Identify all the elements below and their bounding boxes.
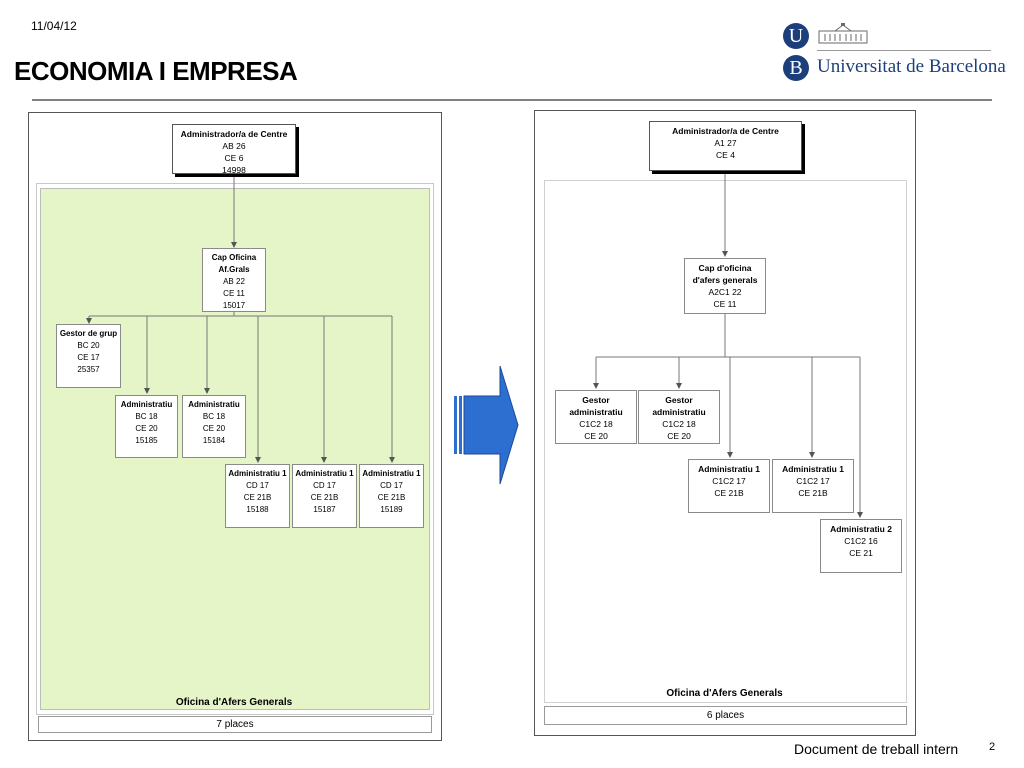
box-line: CE 21B: [310, 493, 339, 502]
right-gestor-box: Gestor administratiu C1C2 18 CE 20: [638, 390, 720, 444]
left-admin1-box: Administratiu 1 CD 17 CE 21B 15189: [359, 464, 424, 528]
box-line: A1 27: [714, 138, 737, 148]
box-line: CD 17: [380, 481, 403, 490]
box-line: CE 17: [77, 353, 100, 362]
left-places-count: 7 places: [38, 716, 432, 733]
title-divider: [32, 99, 992, 101]
right-head-box: Administrador/a de Centre A1 27 CE 4: [649, 121, 802, 171]
box-line: CE 6: [224, 153, 244, 163]
right-places-count: 6 places: [544, 706, 907, 725]
left-admin-box: Administratiu BC 18 CE 20 15184: [182, 395, 246, 458]
box-line: CE 21B: [714, 488, 744, 498]
box-title: Cap d'oficina: [698, 263, 752, 273]
box-line: AB 26: [222, 141, 246, 151]
box-title: Administrador/a de Centre: [672, 126, 779, 136]
box-title: Af.Grals: [218, 265, 250, 274]
box-line: C1C2 17: [796, 476, 830, 486]
university-logo: U B: [780, 20, 995, 82]
university-building-icon: [817, 23, 869, 50]
box-title: d'afers generals: [692, 275, 758, 285]
box-line: CE 20: [135, 424, 158, 433]
slide-title: ECONOMIA I EMPRESA: [14, 56, 298, 86]
box-line: 15184: [202, 436, 226, 445]
transition-arrow-icon: [452, 364, 522, 491]
left-office-frame: [36, 183, 434, 715]
left-gestor-box: Gestor de grup BC 20 CE 17 25357: [56, 324, 121, 388]
box-line: C1C2 18: [662, 419, 696, 429]
box-title: Administratiu 1: [698, 464, 760, 474]
box-title: administratiu: [652, 407, 706, 417]
page-number: 2: [989, 741, 996, 753]
box-line: CE 21: [849, 548, 873, 558]
box-title: Administratiu 1: [295, 469, 354, 478]
box-title: Administratiu 2: [830, 524, 892, 534]
university-name: Universitat de Barcelona: [817, 56, 1006, 77]
box-line: A2C1 22: [708, 287, 742, 297]
box-line: CD 17: [246, 481, 269, 490]
left-admin1-box: Administratiu 1 CD 17 CE 21B 15187: [292, 464, 357, 528]
box-line: CE 20: [667, 431, 691, 441]
box-line: 15188: [246, 505, 269, 514]
box-line: BC 18: [135, 412, 158, 421]
left-admin1-box: Administratiu 1 CD 17 CE 21B 15188: [225, 464, 290, 528]
box-line: CE 11: [713, 299, 737, 309]
box-line: CE 20: [202, 424, 226, 433]
box-line: CD 17: [313, 481, 336, 490]
logo-rule: [817, 50, 991, 51]
box-title: administratiu: [569, 407, 623, 417]
box-title: Administratiu 1: [362, 469, 421, 478]
box-line: C1C2 18: [579, 419, 613, 429]
right-office-label: Oficina d'Afers Generals: [666, 688, 783, 699]
box-line: CE 21B: [377, 493, 406, 502]
left-office-label: Oficina d'Afers Generals: [175, 697, 293, 708]
box-line: C1C2 16: [844, 536, 878, 546]
box-line: 25357: [77, 365, 100, 374]
right-admin1-box: Administratiu 1 C1C2 17 CE 21B: [772, 459, 854, 513]
box-title: Gestor de grup: [59, 329, 118, 338]
box-line: CE 21B: [243, 493, 272, 502]
right-admin2-box: Administratiu 2 C1C2 16 CE 21: [820, 519, 902, 573]
box-line: CE 11: [223, 289, 245, 298]
right-chief-box: Cap d'oficina d'afers generals A2C1 22 C…: [684, 258, 766, 314]
box-line: BC 20: [77, 341, 100, 350]
right-admin1-box: Administratiu 1 C1C2 17 CE 21B: [688, 459, 770, 513]
slide-date: 11/04/12: [31, 19, 77, 33]
box-title: Administratiu 1: [228, 469, 287, 478]
box-line: CE 21B: [798, 488, 828, 498]
box-line: AB 22: [223, 277, 245, 286]
box-title: Gestor: [582, 395, 610, 405]
footer-note: Document de treball intern: [794, 741, 959, 757]
university-seal-icon: U: [783, 23, 809, 49]
left-head-box: Administrador/a de Centre AB 26 CE 6 149…: [172, 124, 296, 175]
box-title: Administrador/a de Centre: [180, 129, 288, 139]
box-line: 14998: [222, 165, 246, 175]
box-line: 15185: [135, 436, 158, 445]
right-gestor-box: Gestor administratiu C1C2 18 CE 20: [555, 390, 637, 444]
box-line: CE 4: [716, 150, 735, 160]
box-title: Administratiu: [188, 400, 240, 409]
box-line: C1C2 17: [712, 476, 746, 486]
left-chief-box: Cap Oficina Af.Grals AB 22 CE 11 15017: [202, 248, 266, 312]
box-title: Gestor: [665, 395, 693, 405]
box-line: CE 20: [584, 431, 608, 441]
box-line: BC 18: [202, 412, 226, 421]
box-line: 15017: [222, 301, 246, 310]
box-title: Administratiu 1: [782, 464, 844, 474]
university-seal-icon: B: [783, 55, 809, 81]
box-line: 15189: [380, 505, 403, 514]
box-title: Cap Oficina: [211, 253, 257, 262]
box-line: 15187: [313, 505, 336, 514]
box-title: Administratiu: [120, 400, 173, 409]
left-admin-box: Administratiu BC 18 CE 20 15185: [115, 395, 178, 458]
